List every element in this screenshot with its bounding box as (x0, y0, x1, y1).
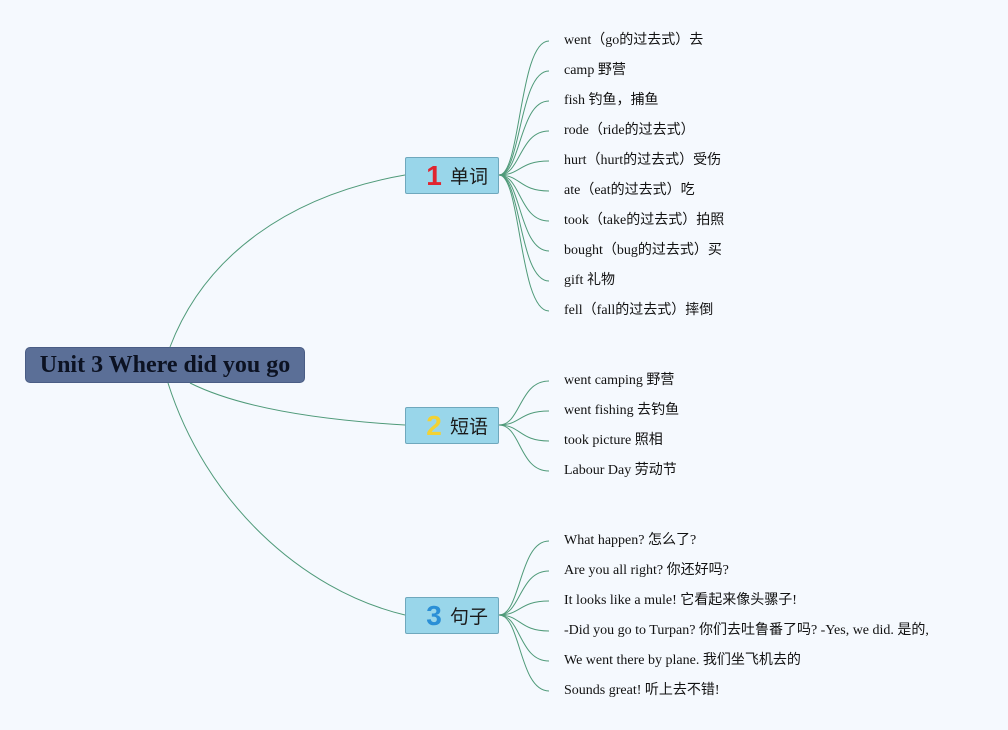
leaf-topic[interactable]: hurt（hurt的过去式）受伤 (564, 153, 722, 168)
leaf-topic[interactable]: fell（fall的过去式）摔倒 (564, 303, 714, 318)
leaf-topic[interactable]: What happen? 怎么了? (564, 533, 697, 548)
leaf-link-0-6 (498, 174, 550, 222)
root-link-sentences (167, 382, 406, 616)
leaf-topic[interactable]: fish 钓鱼，捕鱼 (564, 93, 659, 108)
leaf-topic[interactable]: camp 野营 (564, 63, 626, 78)
branch-topic-words[interactable]: 1 单词 (405, 157, 499, 194)
leaf-link-0-1 (498, 70, 550, 176)
leaf-link-0-9 (498, 174, 550, 312)
leaf-link-0-0 (498, 40, 550, 176)
leaf-topic[interactable]: went camping 野营 (564, 373, 675, 388)
leaf-link-2-0 (498, 540, 550, 616)
leaf-link-1-2 (498, 424, 550, 442)
leaf-topic[interactable]: went（go的过去式）去 (564, 33, 704, 48)
number-3-icon: 3 (426, 599, 442, 631)
leaf-link-1-0 (498, 380, 550, 426)
leaf-topic[interactable]: Sounds great! 听上去不错! (564, 683, 720, 698)
leaf-link-0-3 (498, 130, 550, 176)
leaf-topic[interactable]: ate（eat的过去式）吃 (564, 183, 695, 198)
number-1-icon: 1 (426, 159, 442, 191)
leaf-link-2-5 (498, 614, 550, 692)
branch-title: 短语 (450, 416, 489, 438)
leaf-topic[interactable]: Are you all right? 你还好吗? (564, 563, 729, 578)
leaf-link-2-2 (498, 600, 550, 616)
leaf-topic[interactable]: gift 礼物 (564, 273, 615, 288)
leaf-link-0-5 (498, 174, 550, 192)
leaf-link-0-2 (498, 100, 550, 176)
leaf-topic[interactable]: It looks like a mule! 它看起来像头骡子! (564, 593, 797, 608)
leaf-topic[interactable]: rode（ride的过去式） (564, 123, 695, 138)
leaf-topic[interactable]: went fishing 去钓鱼 (564, 403, 680, 418)
leaf-link-1-3 (498, 424, 550, 472)
branch-topic-phrases[interactable]: 2 短语 (405, 407, 499, 444)
leaf-link-0-4 (498, 160, 550, 176)
leaf-link-1-1 (498, 410, 550, 426)
leaf-topic[interactable]: took picture 照相 (564, 433, 663, 448)
leaf-topic[interactable]: bought（bug的过去式）买 (564, 243, 722, 258)
branch-title: 单词 (450, 166, 489, 188)
leaf-topic[interactable]: Labour Day 劳动节 (564, 463, 677, 478)
leaf-link-2-3 (498, 614, 550, 632)
root-link-words (169, 174, 406, 348)
branch-topic-sentences[interactable]: 3 句子 (405, 597, 499, 634)
leaf-topic[interactable]: -Did you go to Turpan? 你们去吐鲁番了吗? -Yes, w… (564, 623, 929, 638)
branch-title: 句子 (450, 606, 489, 628)
leaf-topic[interactable]: took（take的过去式）拍照 (564, 213, 725, 228)
central-topic[interactable]: Unit 3 Where did you go (25, 347, 305, 383)
leaf-link-2-4 (498, 614, 550, 662)
leaf-link-2-1 (498, 570, 550, 616)
leaf-topic[interactable]: We went there by plane. 我们坐飞机去的 (564, 653, 801, 668)
number-2-icon: 2 (426, 409, 442, 441)
root-link-phrases (189, 382, 406, 426)
